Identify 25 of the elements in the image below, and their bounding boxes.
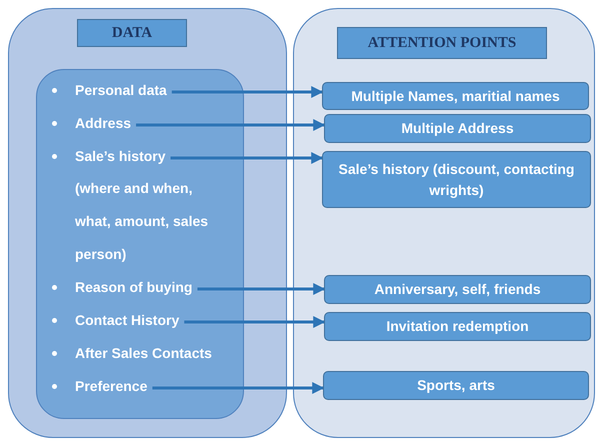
data-panel: [8, 8, 287, 438]
attention-panel: [293, 8, 595, 438]
arrow: [172, 86, 324, 98]
attention-box: Anniversary, self, friends: [324, 275, 591, 304]
attention-box: Sale’s history (discount, contacting wrights): [322, 151, 591, 208]
list-item-text: After Sales Contacts: [75, 344, 212, 362]
list-item-text: Personal data: [75, 81, 167, 99]
item-detail: (where and when, what, amount, sales person): [75, 179, 210, 264]
arrow: [184, 316, 326, 328]
list-item-text: Reason of buying: [75, 278, 192, 296]
list-panel: [36, 69, 244, 419]
list-item-text: Preference: [75, 377, 148, 395]
list-item-text: Contact History: [75, 311, 180, 329]
heading-box: ATTENTION POINTS: [337, 27, 547, 59]
arrow: [170, 152, 324, 164]
list-item-text: Address: [75, 114, 132, 132]
attention-box: Multiple Address: [324, 114, 591, 143]
attention-box: Multiple Names, maritial names: [322, 82, 589, 110]
attention-box: Invitation redemption: [324, 312, 591, 341]
attention-box: Sports, arts: [323, 371, 589, 400]
arrow: [152, 382, 324, 394]
arrow: [136, 119, 326, 131]
arrow: [197, 283, 326, 295]
list-item-text: Sale’s history: [75, 147, 166, 165]
heading-box: DATA: [77, 19, 187, 47]
